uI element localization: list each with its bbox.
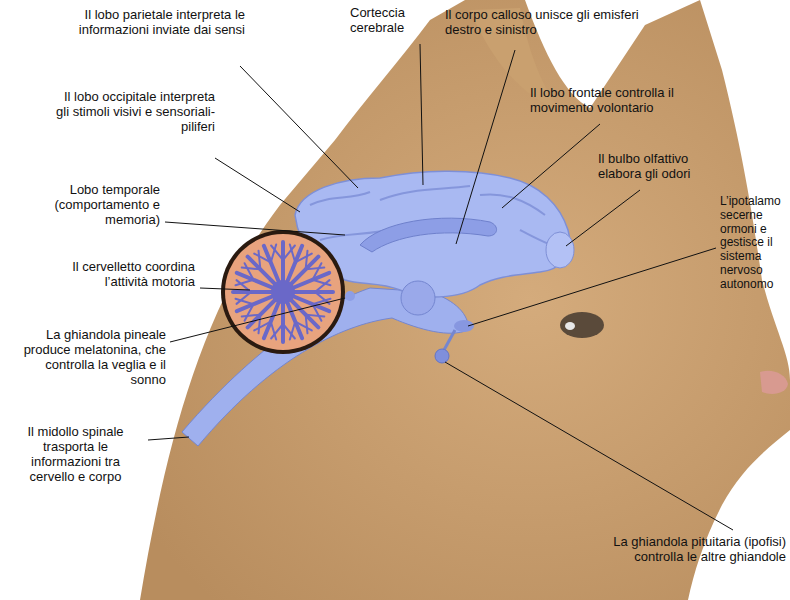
arbor-twig bbox=[245, 304, 254, 321]
arbor-twig bbox=[242, 268, 261, 270]
arbor-twig bbox=[235, 280, 253, 285]
cat-nose bbox=[760, 371, 788, 394]
hypothalamus bbox=[454, 320, 474, 332]
part-label: L’ipotalamo secerne ormoni e gestisce il… bbox=[720, 195, 786, 292]
corpus-callosum bbox=[360, 218, 497, 252]
arbor-twig bbox=[271, 245, 283, 260]
part-label: Il lobo occipitale interpreta gli stimol… bbox=[55, 90, 215, 135]
arbor-twig bbox=[290, 244, 295, 262]
arbor-twig bbox=[295, 322, 312, 331]
arbor-twig bbox=[306, 251, 308, 270]
arbor-twig bbox=[306, 268, 325, 270]
arbor-twig bbox=[283, 324, 295, 339]
gyri bbox=[310, 186, 560, 248]
part-label: La ghiandola pineale produce melatonina,… bbox=[8, 328, 166, 388]
part-label: Il cervelletto coordina l’attività motor… bbox=[70, 260, 195, 290]
part-label: Il corpo calloso unisce gli emisferi des… bbox=[445, 8, 645, 38]
pituitary-stalk bbox=[444, 330, 455, 350]
cat-eye-glint bbox=[565, 322, 575, 330]
thalamus bbox=[401, 281, 435, 315]
part-label: Il midollo spinale trasporta le informaz… bbox=[8, 425, 143, 485]
arbor-twig bbox=[254, 254, 271, 263]
arbor-twig bbox=[254, 322, 271, 331]
part-label: Il lobo frontale controlla il movimento … bbox=[530, 86, 715, 116]
arbor-twig bbox=[306, 315, 325, 317]
arbor-twig bbox=[313, 263, 322, 280]
arbor-twig bbox=[271, 322, 276, 340]
arbor-twig bbox=[236, 292, 251, 304]
arbor-twig bbox=[306, 315, 308, 334]
arbor-twig bbox=[259, 315, 261, 334]
arbor-twig bbox=[245, 263, 254, 280]
cat-eye bbox=[560, 312, 604, 338]
arbor-twig bbox=[295, 254, 312, 263]
arbor-twig bbox=[259, 251, 261, 270]
arbor-twig bbox=[313, 304, 322, 321]
cat-head bbox=[140, 0, 790, 600]
part-label: Il bulbo olfattivo elabora gli odori bbox=[598, 152, 718, 182]
leader-lines bbox=[148, 44, 733, 530]
pituitary-gland bbox=[435, 349, 449, 363]
part-label: Lobo temporale (comportamento e memoria) bbox=[30, 183, 160, 228]
olfactory-bulb bbox=[546, 232, 574, 268]
arbor-twig bbox=[242, 315, 261, 317]
part-label: La ghiandola pituitaria (ipofisi) contro… bbox=[590, 535, 786, 565]
pineal-gland bbox=[345, 291, 355, 301]
part-label: Il lobo parietale interpreta le informaz… bbox=[40, 8, 245, 38]
cerebellum bbox=[221, 230, 345, 354]
arbor-twig bbox=[313, 280, 331, 285]
part-label: Corteccia cerebrale bbox=[350, 6, 435, 36]
